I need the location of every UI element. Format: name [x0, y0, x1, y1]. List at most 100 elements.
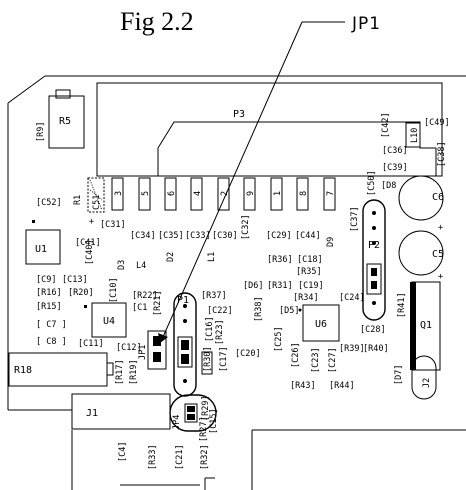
svg-text:9: 9 — [246, 191, 256, 196]
svg-text:[R30]: [R30] — [203, 346, 213, 372]
r1-label: R1 — [73, 195, 83, 205]
r15-label: [R15] — [36, 302, 62, 312]
d2-label: D2 — [166, 252, 176, 262]
jumper-jp4: JP4 — [169, 394, 217, 432]
ic-u4: U4 — [84, 302, 127, 338]
ic-u6: U6 — [302, 304, 340, 342]
r9-label: [R9] — [36, 122, 46, 142]
svg-text:4: 4 — [193, 191, 203, 196]
jumper-p2: P2 — [362, 199, 386, 321]
svg-text:C6: C6 — [432, 192, 444, 203]
svg-text:J2: J2 — [422, 378, 432, 388]
c8-label: [ C8 ] — [36, 337, 67, 347]
r39-label: [R39] — [339, 344, 365, 354]
svg-text:5: 5 — [141, 191, 151, 196]
r31-label: [R31] — [267, 281, 293, 291]
r37-label: [R37] — [201, 291, 227, 301]
svg-text:U4: U4 — [103, 316, 115, 327]
c17-label: [C17] — [219, 346, 229, 372]
connector-j2: J2 — [411, 355, 437, 400]
r33-label: [R33] — [148, 444, 158, 470]
c35-label: [C35] — [158, 231, 184, 241]
c9-label: [C9] — [36, 275, 56, 285]
r44-label: [R44] — [329, 381, 355, 391]
svg-text:J1: J1 — [86, 408, 98, 419]
c24-label: [C24] — [339, 293, 365, 303]
c18-label: [C18] — [297, 255, 323, 265]
c32-label: [C32] — [241, 214, 251, 240]
c28-label: [C28] — [360, 325, 386, 335]
ic-u1: U1 — [25, 220, 61, 265]
l1-label: L1 — [207, 252, 217, 262]
c7-label: [ C7 ] — [36, 320, 67, 330]
connector-j1: J1 — [71, 393, 171, 430]
d6-label: [D6] — [243, 281, 263, 291]
svg-text:Q1: Q1 — [420, 320, 432, 331]
r32-label: [R32] — [200, 444, 210, 470]
c25-label: [C25] — [274, 326, 284, 352]
svg-text:2: 2 — [220, 191, 230, 196]
c50-label: [C50] — [367, 170, 377, 196]
resistor-r30: [R30] — [201, 346, 213, 375]
r38-label: [R38] — [254, 296, 264, 322]
c40-label: [C40] — [85, 239, 95, 265]
plus-mark: + — [89, 217, 94, 227]
c26-label: [C26] — [291, 342, 301, 368]
board-outline — [7, 75, 466, 490]
c52-label: [C52] — [36, 198, 62, 208]
resistor-r5: R5 — [48, 89, 85, 149]
c34-label: [C34] — [130, 231, 156, 241]
c41-label: [C41] — [75, 238, 101, 248]
r16-label: [R16] — [36, 288, 62, 298]
svg-text:U1: U1 — [35, 244, 47, 255]
c19-label: [C19] — [298, 281, 324, 291]
p3-label: P3 — [233, 109, 245, 120]
c39-label: [C39] — [382, 163, 408, 173]
d5-label: [D5] — [279, 306, 299, 316]
c16-label: [C16] — [205, 316, 215, 342]
c22-label: [C22] — [207, 306, 233, 316]
jumper-jp1: JP1 — [138, 330, 167, 370]
c23-label: [C23] — [311, 347, 321, 373]
r43-label: [R43] — [290, 381, 316, 391]
r40-label: [R40] — [363, 344, 389, 354]
r22-label: [R22] — [132, 291, 158, 301]
d9-label: D9 — [326, 237, 336, 247]
d7-label: [D7] — [394, 365, 404, 385]
c12-label: [C12] — [116, 343, 142, 353]
figure-title: Fig 2.2 — [120, 7, 194, 36]
d3-label: D3 — [117, 260, 127, 270]
svg-text:6: 6 — [167, 191, 177, 196]
pin1-dot — [298, 308, 302, 312]
c4-label: [C4] — [118, 442, 128, 462]
svg-text:3: 3 — [114, 191, 124, 196]
c21-label: [C21] — [175, 444, 185, 470]
r34-label: [R34] — [293, 293, 319, 303]
svg-text:1: 1 — [273, 191, 283, 196]
c10-label: [C10] — [109, 277, 119, 303]
c11-label: [C11] — [78, 339, 104, 349]
c44-label: [C44] — [295, 231, 321, 241]
c27-label: [C27] — [328, 347, 338, 373]
svg-text:JP1: JP1 — [138, 345, 148, 360]
plus-mark: + — [438, 223, 443, 233]
c1-label: [C1 — [132, 303, 147, 313]
svg-text:C5: C5 — [432, 249, 444, 260]
svg-text:P2: P2 — [368, 240, 380, 251]
r41-label: [R41] — [397, 292, 407, 318]
callout-jp1-label: JP1 — [351, 14, 381, 34]
svg-text:R5: R5 — [59, 116, 71, 127]
c31-label: [C31] — [100, 220, 126, 230]
c30-label: [C30] — [212, 231, 238, 241]
svg-text:C51: C51 — [92, 195, 102, 210]
svg-text:7: 7 — [326, 191, 336, 196]
capacitor-c51: C51 + — [87, 177, 105, 227]
svg-text:R18: R18 — [14, 365, 32, 376]
r17-label: [R17] — [115, 359, 125, 385]
r35-label: [R35] — [296, 267, 322, 277]
c33-label: [C33] — [185, 231, 211, 241]
svg-text:JP4: JP4 — [172, 415, 182, 430]
c49-label: [C49] — [424, 118, 450, 128]
c37-label: [C37] — [350, 206, 360, 232]
